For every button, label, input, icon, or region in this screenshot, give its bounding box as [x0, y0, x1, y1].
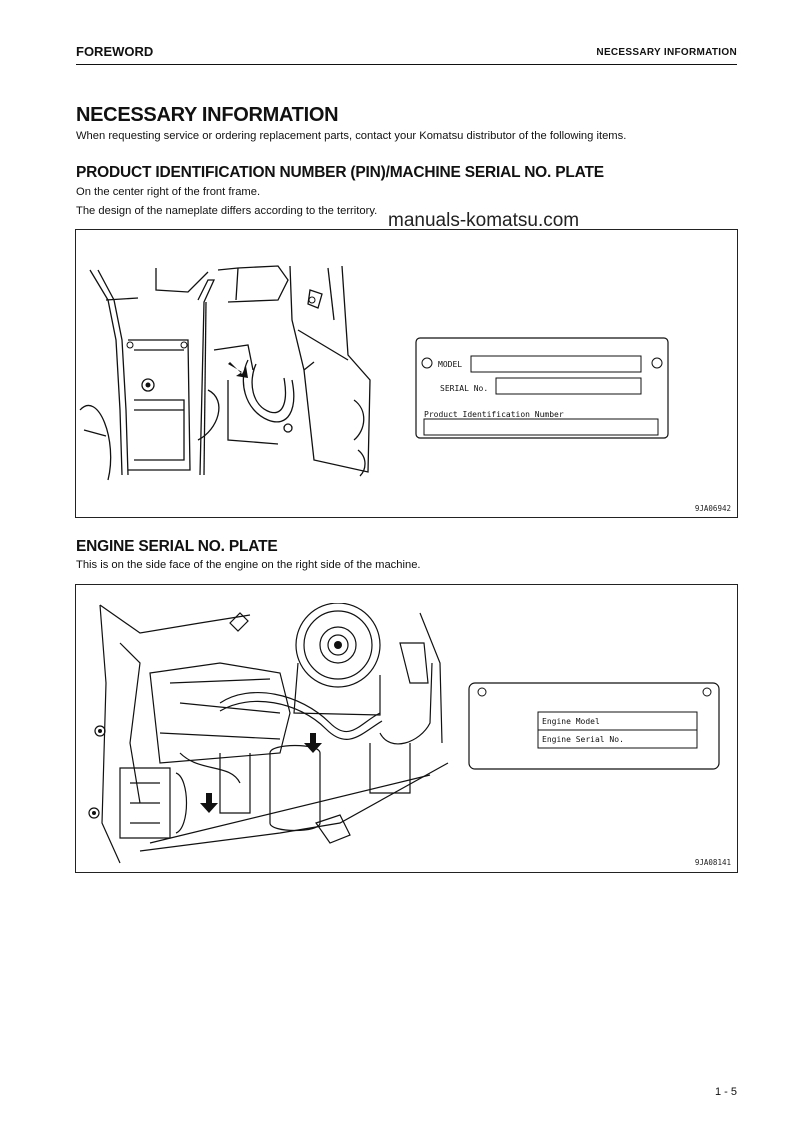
intro-paragraph: When requesting service or ordering repl… — [76, 130, 627, 142]
header-rule — [76, 64, 737, 65]
plate-serial-label: SERIAL No. — [440, 384, 488, 393]
engine-nameplate: Engine Model Engine Serial No. — [468, 682, 720, 770]
front-frame-illustration — [79, 265, 371, 481]
pin-plate-arrow-icon — [228, 362, 248, 378]
engine-plate-arrow-icon-2 — [200, 793, 218, 813]
engine-figure-code: 9JA08141 — [694, 858, 731, 867]
engine-plate-arrow-icon — [304, 733, 322, 753]
plate-model-label: MODEL — [438, 360, 462, 369]
header-page-topic: NECESSARY INFORMATION — [596, 47, 737, 58]
engine-model-label: Engine Model — [542, 717, 600, 726]
engine-figure-frame: Engine Model Engine Serial No. 9JA08141 — [75, 584, 738, 873]
engine-illustration — [88, 603, 449, 864]
pin-figure-frame: MODEL SERIAL No. Product Identification … — [75, 229, 738, 518]
engine-section-heading: ENGINE SERIAL NO. PLATE — [76, 538, 278, 555]
pin-nameplate: MODEL SERIAL No. Product Identification … — [415, 337, 669, 439]
header-section-name: FOREWORD — [76, 44, 154, 59]
watermark-text: manuals-komatsu.com — [388, 210, 580, 231]
page-title: NECESSARY INFORMATION — [76, 104, 339, 126]
pin-location-text: On the center right of the front frame. — [76, 186, 261, 198]
pin-section-heading: PRODUCT IDENTIFICATION NUMBER (PIN)/MACH… — [76, 164, 604, 181]
pin-figure-code: 9JA06942 — [694, 504, 731, 513]
page-number: 1 - 5 — [714, 1086, 737, 1098]
pin-territory-text: The design of the nameplate differs acco… — [76, 205, 378, 217]
engine-serial-label: Engine Serial No. — [542, 735, 624, 744]
plate-pin-label: Product Identification Number — [424, 410, 564, 419]
engine-location-text: This is on the side face of the engine o… — [76, 559, 421, 571]
